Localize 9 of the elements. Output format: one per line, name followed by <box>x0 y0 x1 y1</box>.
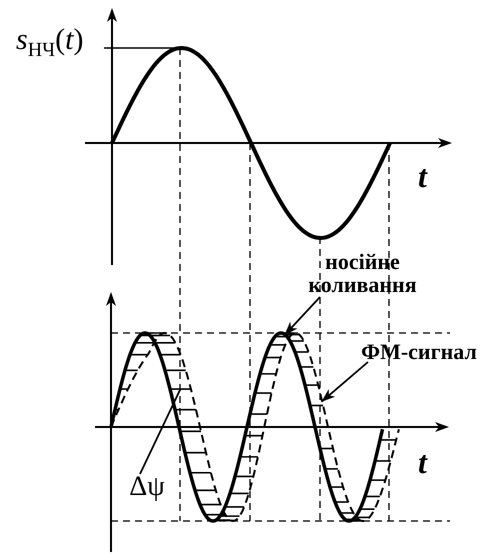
callout-text: Δψ <box>122 472 172 502</box>
leader-line <box>284 296 321 336</box>
axis-label: s$_{НЧ}$(t) <box>16 24 84 61</box>
leader-line <box>139 388 182 474</box>
callout-text: носійне коливання <box>300 250 425 296</box>
axis-label: t <box>418 160 427 194</box>
leader-line <box>321 361 369 402</box>
axis-label: t <box>418 446 427 480</box>
callout-text: ФМ-сигнал <box>343 340 495 364</box>
